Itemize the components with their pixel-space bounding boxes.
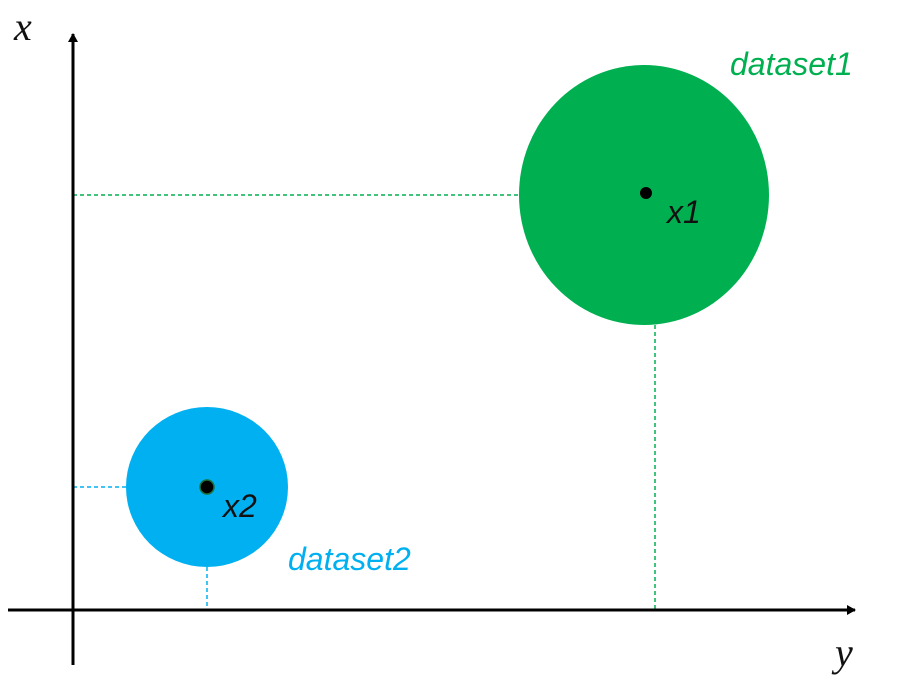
dataset2-label: dataset2: [288, 541, 411, 577]
horizontal-axis-label: y: [831, 630, 853, 675]
x2-center-point: [199, 479, 215, 495]
x1-center-point: [640, 187, 652, 199]
x1-label: x1: [665, 194, 701, 230]
x2-label: x2: [221, 488, 257, 524]
vertical-axis-label: x: [13, 4, 32, 49]
dataset1-label: dataset1: [730, 46, 853, 82]
